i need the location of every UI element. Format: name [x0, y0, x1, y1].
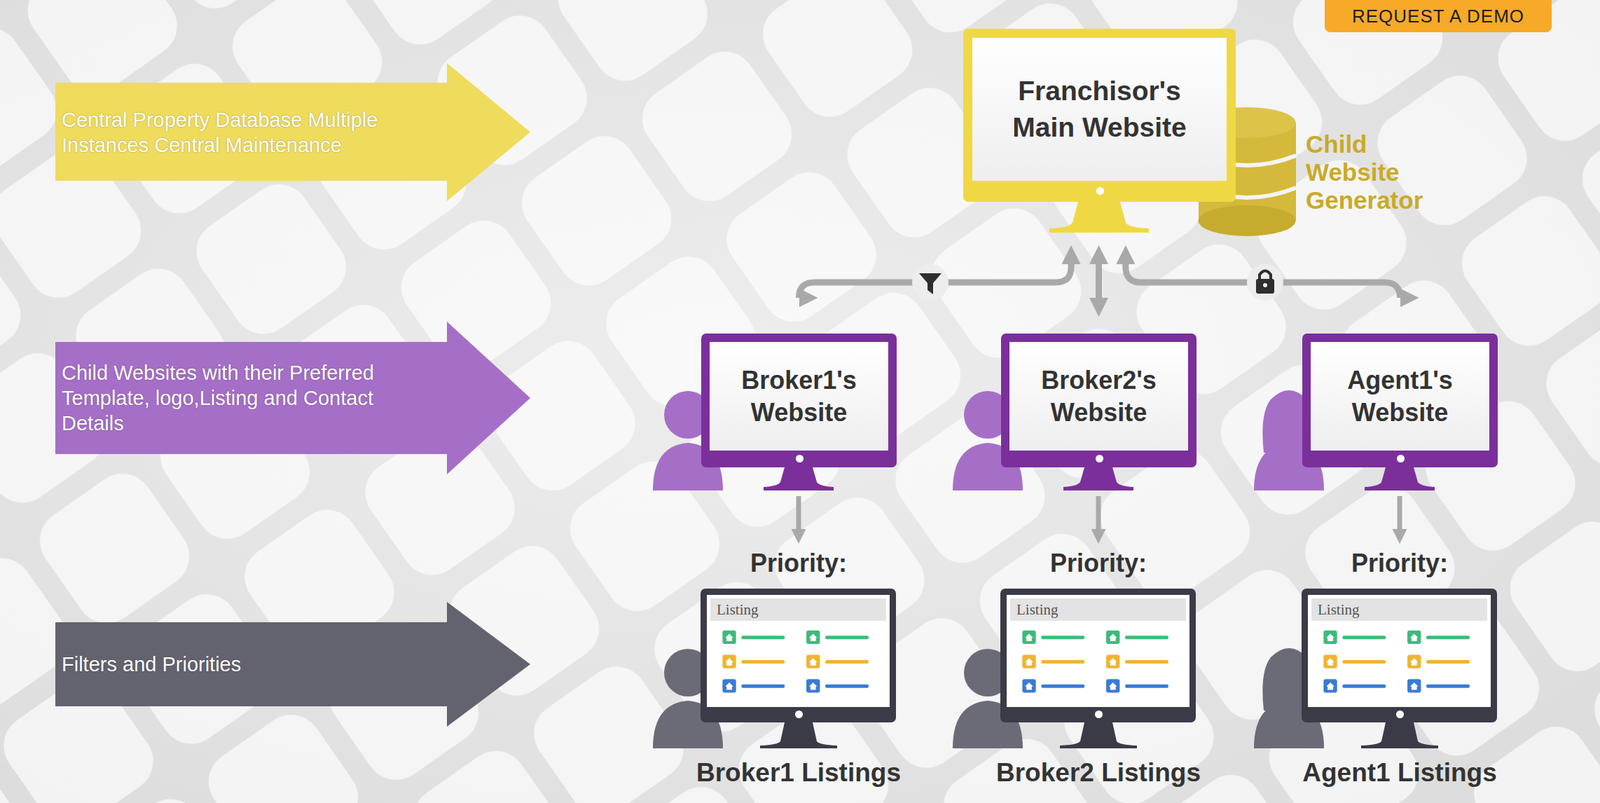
connector — [1096, 495, 1102, 529]
connector — [796, 495, 802, 529]
listing-title: Listing — [716, 601, 759, 619]
connector — [1397, 495, 1403, 529]
connector — [1095, 264, 1102, 298]
monitor-title: Broker2's Website — [1019, 364, 1179, 429]
website-monitor: Broker2's Website — [1001, 333, 1197, 468]
listing-title: Listing — [1317, 601, 1360, 619]
monitor-dot — [795, 710, 803, 719]
main-website-monitor: Franchisor's Main Website — [963, 28, 1236, 202]
listing-header: Listing — [1311, 598, 1488, 621]
website-monitor: Agent1's Website — [1302, 333, 1498, 468]
monitor-title: Agent1's Website — [1320, 364, 1480, 429]
demo-button: REQUEST A DEMO — [1324, 0, 1552, 33]
monitor-dot — [1094, 710, 1103, 719]
monitor-dot — [1095, 454, 1104, 463]
priority-label: Priority: — [665, 547, 932, 579]
listing-header: Listing — [710, 598, 887, 621]
priority-label: Priority: — [965, 547, 1232, 579]
listing-header: Listing — [1010, 598, 1186, 621]
priority-label: Priority: — [1266, 547, 1533, 579]
monitor-title: Franchisor's Main Website — [1000, 72, 1199, 146]
arrow-text: Central Property Database Multiple Insta… — [61, 107, 426, 158]
listing-monitor: Listing — [700, 588, 896, 723]
arrow-banner: Filters and Priorities — [55, 601, 531, 727]
listing-caption: Agent1 Listings — [1266, 757, 1533, 789]
listing-caption: Broker2 Listings — [965, 757, 1232, 789]
listing-group: Priority: ListingAgent1 Listings — [1266, 547, 1533, 789]
listing-icons — [710, 620, 887, 704]
arrow-banner: Child Websites with their Preferred Temp… — [55, 321, 531, 475]
monitor-dot — [1396, 454, 1405, 463]
listing-title: Listing — [1016, 601, 1059, 619]
arrow-text: Child Websites with their Preferred Temp… — [61, 360, 426, 436]
monitor-title: Broker1's Website — [719, 364, 879, 429]
listing-monitor: Listing — [1301, 588, 1498, 723]
listing-group: Priority: ListingBroker1 Listings — [665, 547, 932, 789]
listing-group: Priority: ListingBroker2 Listings — [965, 547, 1232, 789]
lock-icon — [1246, 264, 1284, 301]
monitor-dot — [1396, 710, 1404, 719]
monitor-dot — [795, 454, 804, 463]
listing-icons — [1010, 620, 1186, 704]
generator-label: Child Website Generator — [1305, 130, 1446, 215]
listing-caption: Broker1 Listings — [665, 757, 932, 789]
monitor-dot — [1096, 187, 1105, 195]
listing-icons — [1311, 620, 1488, 704]
arrow-text: Filters and Priorities — [61, 651, 426, 677]
arrow-shape — [55, 63, 531, 202]
arrow-banner: Central Property Database Multiple Insta… — [55, 63, 531, 202]
listing-monitor: Listing — [1000, 588, 1196, 723]
button-text: REQUEST A DEMO — [1352, 5, 1525, 28]
website-monitor: Broker1's Website — [701, 333, 897, 468]
filter-icon — [912, 264, 949, 301]
